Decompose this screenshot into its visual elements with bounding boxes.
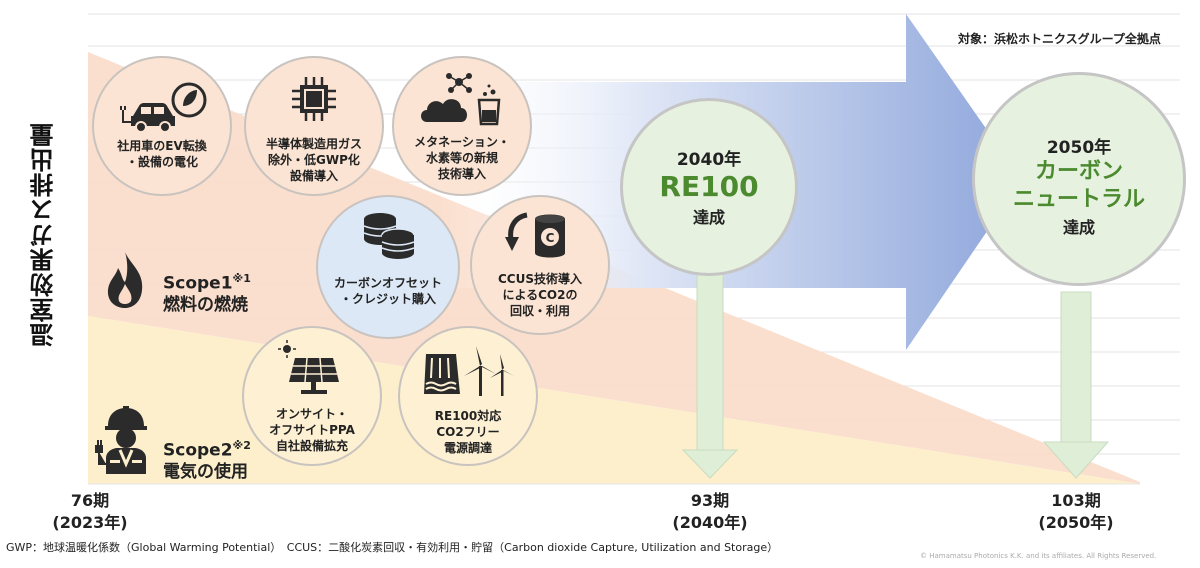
coins-icon xyxy=(358,211,418,265)
measure-semiconductor-gas: 半導体製造用ガス 除外・低GWP化 設備導入 xyxy=(244,56,384,196)
measure-text: メタネーション・ 水素等の新規 技術導入 xyxy=(414,135,510,181)
down-arrow-2050 xyxy=(1042,291,1110,479)
x-tick-period: 93期 xyxy=(690,491,730,510)
measure-ev-electrification: 社用車のEV転換 ・設備の電化 xyxy=(92,56,232,196)
svg-text:C: C xyxy=(546,231,555,245)
co2-capture-icon: C xyxy=(505,209,575,267)
ev-car-icon xyxy=(117,78,207,138)
x-tick-year: (2050年) xyxy=(1038,513,1114,532)
x-tick-2050: 103期 (2050年) xyxy=(1016,490,1136,534)
x-tick-2040: 93期 (2040年) xyxy=(650,490,770,534)
goal-2050-year: 2050年 xyxy=(1046,138,1112,158)
flame-icon xyxy=(100,250,150,310)
measure-text: カーボンオフセット ・クレジット購入 xyxy=(333,276,442,306)
molecule-cloud-icon xyxy=(417,72,507,130)
measure-text: 半導体製造用ガス 除外・低GWP化 設備導入 xyxy=(265,137,362,183)
goal-2040-year: 2040年 xyxy=(676,150,742,170)
scope1-label: Scope1※1 燃料の燃焼 xyxy=(163,268,251,316)
goal-2040-main: RE100 xyxy=(659,170,759,203)
measure-re100-power: RE100対応 CO2フリー 電源調達 xyxy=(398,326,538,466)
measure-text: 社用車のEV転換 ・設備の電化 xyxy=(117,139,207,169)
worker-helmet-icon xyxy=(94,406,154,474)
measure-carbon-offset: カーボンオフセット ・クレジット購入 xyxy=(316,195,460,339)
measure-ppa: オンサイト・ オフサイトPPA 自社設備拡充 xyxy=(242,326,382,466)
copyright: © Hamamatsu Photonics K.K. and its affil… xyxy=(920,552,1157,560)
goal-2050-line2: ニュートラル xyxy=(1012,187,1145,212)
scope1-title: Scope1 xyxy=(163,273,233,294)
x-tick-year: (2023年) xyxy=(52,513,128,532)
x-tick-period: 103期 xyxy=(1051,491,1101,510)
goal-2040-status: 達成 xyxy=(692,208,725,227)
goal-2050-status: 達成 xyxy=(1062,218,1095,237)
y-axis-label: 温室効果ガス排出量 xyxy=(30,122,58,348)
scope2-label: Scope2※2 電気の使用 xyxy=(163,435,251,483)
scope2-title: Scope2 xyxy=(163,440,233,461)
measure-text: CCUS技術導入 によるCO2の 回収・利用 xyxy=(497,272,582,318)
x-tick-2023: 76期 (2023年) xyxy=(30,490,150,534)
scope2-subtitle: 電気の使用 xyxy=(163,461,248,482)
footnote: GWP：地球温暖化係数（Global Warming Potential） CC… xyxy=(6,541,779,554)
target-note: 対象：浜松ホトニクスグループ全拠点 xyxy=(958,32,1161,46)
goal-2050-line1: カーボン xyxy=(1034,159,1123,184)
goal-2050-carbon-neutral: 2050年 カーボン ニュートラル 達成 xyxy=(972,72,1186,286)
measure-ccus: C CCUS技術導入 によるCO2の 回収・利用 xyxy=(470,195,610,335)
scope1-mark: ※1 xyxy=(232,272,251,285)
x-tick-year: (2040年) xyxy=(672,513,748,532)
scope1-subtitle: 燃料の燃焼 xyxy=(163,294,248,315)
scope2-mark: ※2 xyxy=(232,439,251,452)
measure-methanation: メタネーション・ 水素等の新規 技術導入 xyxy=(392,56,532,196)
measure-text: RE100対応 CO2フリー 電源調達 xyxy=(434,409,502,455)
hydro-wind-icon xyxy=(422,344,514,400)
chip-icon xyxy=(291,76,337,126)
goal-2040-re100: 2040年 RE100 達成 xyxy=(620,98,798,276)
measure-text: オンサイト・ オフサイトPPA 自社設備拡充 xyxy=(269,407,355,453)
solar-panel-icon xyxy=(277,340,347,400)
x-tick-period: 76期 xyxy=(70,491,110,510)
